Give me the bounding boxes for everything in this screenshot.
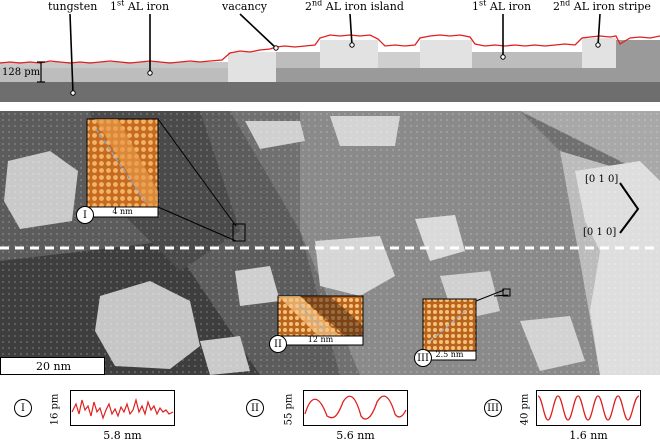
inset-i-marker xyxy=(232,223,246,242)
inset-ii-badge: II xyxy=(269,335,287,353)
label-al1-right: 1st AL iron xyxy=(472,0,532,13)
profile-ii-plot xyxy=(303,390,408,426)
al2-island-2 xyxy=(420,40,472,68)
height-profile-schematic xyxy=(0,13,660,102)
inset-i-badge: I xyxy=(76,206,94,224)
scalebar-label: 20 nm xyxy=(35,360,71,373)
profile-i-badge: I xyxy=(14,399,32,417)
label-tungsten: tungsten xyxy=(48,0,98,13)
tungsten-layer xyxy=(0,82,660,102)
profile-trace xyxy=(0,34,660,64)
inset-iii-scale: 2.5 nm xyxy=(435,350,464,359)
vacancy-filler xyxy=(228,68,276,82)
al1-mid xyxy=(378,52,420,68)
profile-iii-xlabel: 1.6 nm xyxy=(569,429,608,442)
height-marker-label: 128 pm xyxy=(2,67,41,78)
inset-iii-badge: III xyxy=(414,349,432,367)
profile-i-plot xyxy=(70,390,175,426)
direction-label-1: [0 1 0] xyxy=(585,174,619,185)
inset-ii-image xyxy=(277,295,364,346)
stm-topography xyxy=(0,111,660,375)
stm-image: 4 nm 12 nm 2.5 nm I II III [0 1 0] [0 1 … xyxy=(0,111,660,375)
direction-label-2: [0 1 0] xyxy=(583,227,617,238)
al2-island-1 xyxy=(320,40,378,68)
al1-layer-left xyxy=(0,68,228,82)
inset-ii-scale: 12 nm xyxy=(307,335,334,344)
label-al1-left: 1st AL iron xyxy=(110,0,170,13)
direction-arrows xyxy=(619,182,640,234)
line-profiles-row: I 16 pm 5.8 nm II 55 pm 5.6 nm III 40 pm… xyxy=(0,380,660,442)
vacancy-block xyxy=(228,52,276,68)
profile-ii-ylabel: 55 pm xyxy=(283,393,295,426)
height-profile-panel: tungsten 1st AL iron vacancy 2nd AL iron… xyxy=(0,0,660,105)
profile-i-xlabel: 5.8 nm xyxy=(103,429,142,442)
al1-top-band xyxy=(0,62,228,68)
al2-stripe-dark xyxy=(616,40,660,68)
label-al2-stripe: 2nd AL iron stripe xyxy=(553,0,651,13)
inset-iii-image xyxy=(422,298,477,361)
al1-layer-right-dark xyxy=(276,68,660,82)
profile-i-ylabel: 16 pm xyxy=(49,393,61,426)
profile-iii-plot xyxy=(536,390,641,426)
profile-ii-xlabel: 5.6 nm xyxy=(336,429,375,442)
inset-iii-marker xyxy=(502,288,511,297)
profile-ii-badge: II xyxy=(246,399,264,417)
label-al2-island: 2nd AL iron island xyxy=(305,0,404,13)
scalebar: 20 nm xyxy=(0,357,105,375)
inset-i-scale: 4 nm xyxy=(112,207,133,216)
label-vacancy: vacancy xyxy=(222,0,267,13)
profile-iii-badge: III xyxy=(484,399,502,417)
profile-iii-ylabel: 40 pm xyxy=(519,393,531,426)
inset-i-image xyxy=(86,118,159,218)
